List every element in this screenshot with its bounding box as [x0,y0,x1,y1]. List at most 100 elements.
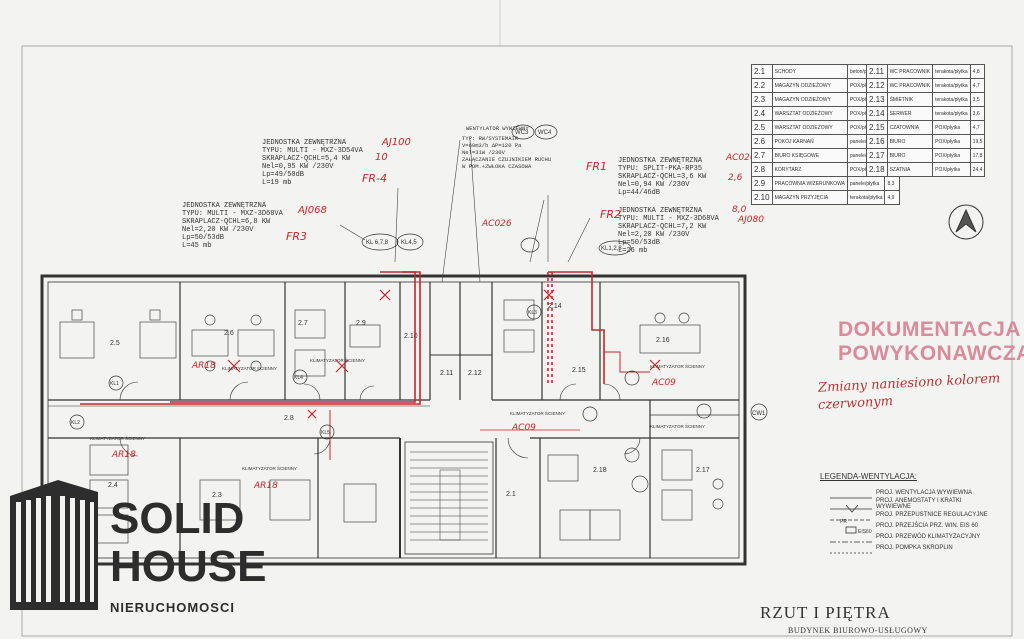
room-table-cell-nr: 2.8 [751,162,773,177]
svg-text:AC09: AC09 [651,378,676,388]
room-2-7: 2.7 [298,320,308,327]
svg-text:10: 10 [375,152,388,163]
room-table-cell-name: WC PRACOWNIK [886,78,934,93]
legend-item-label: PROJ. ANEMOSTATY I KRATKI WYWIEWNE [876,497,962,510]
room-table-cell-name: MAGAZYN ODZIEŻOWY [771,92,848,107]
legend-symbols [830,497,872,554]
room-2-14: 2.14 [548,303,562,310]
room-table-cell-nr: 2.2 [751,78,773,93]
as-built-stamp: DOKUMENTACJA POWYKONAWCZA [838,318,1024,366]
svg-text:JEDNOSTKA ZEWNĘTRZNA: JEDNOSTKA ZEWNĘTRZNA [182,202,267,210]
red-cross-marks [227,289,661,419]
legend-item-label: PROJ. PRZEWÓD KLIMATYZACYJNY [876,533,981,540]
room-table-cell-finish: terakota/płytka [932,78,971,93]
svg-text:Lp=44/46dB: Lp=44/46dB [618,189,660,197]
room-table-cell-area: 3,5 [969,92,986,107]
svg-text:TYPU: SPLIT-PKA-RP35: TYPU: SPLIT-PKA-RP35 [618,165,702,173]
room-table-cell-finish: POX/płytka [932,148,971,163]
red-pipe-routes [80,271,650,460]
svg-text:Nel=2,20 KW /230V: Nel=2,20 KW /230V [618,231,690,239]
outdoor-unit-3: JEDNOSTKA ZEWNĘTRZNA TYPU: SPLIT-PKA-RP3… [586,153,756,197]
room-table-cell-nr: 2.16 [866,134,888,149]
room-table-cell-name: WARSZTAT ODZIEŻOWY [771,120,848,135]
svg-text:V=60m3/h ΔP=120 Pa: V=60m3/h ΔP=120 Pa [462,142,522,149]
legend-item: PROJ. PRZEPUSTNICE REGULACYJNE [820,509,990,520]
room-table-cell-name: BIURO [886,134,934,149]
room-labels: 2.5 2.6 2.7 2.9 2.10 2.11 2.12 2.14 2.15… [108,303,710,499]
svg-text:Nel=0,94 KW /230V: Nel=0,94 KW /230V [618,181,690,189]
svg-text:TYPU: MULTI - MXZ-3D54VA: TYPU: MULTI - MXZ-3D54VA [262,147,364,155]
svg-text:TYPU: MULTI - MXZ-3D68VA: TYPU: MULTI - MXZ-3D68VA [182,210,284,218]
room-table-cell-area: 4,9 [884,190,901,205]
solid-house-logo-icon [10,480,98,610]
room-2-12: 2.12 [468,370,482,377]
unit-tags [69,124,768,440]
tag-kl-678: KL 6,7,8 [366,240,389,246]
stamp-line-2: POWYKONAWCZA [838,342,1024,365]
room-table-cell-finish: terakota/płytka [932,64,971,79]
room-2-4: 2.4 [108,482,118,489]
room-table-cell-area: 4,7 [969,120,986,135]
tag-kl1: KL1 [110,381,119,387]
unit-tag-labels: KL 6,7,8 KL4,5 KL1,2,3 WC3 WC4 KL1 KL2 K… [71,130,766,436]
room-table-cell-nr: 2.17 [866,148,888,163]
tag-kl-45: KL4,5 [401,240,417,246]
room-table-cell-nr: 2.9 [751,176,773,191]
svg-text:WENTYLATOR WYWIEWNY: WENTYLATOR WYWIEWNY [466,125,529,132]
room-table-cell-finish: POX/płytka [932,162,971,177]
svg-text:JEDNOSTKA ZEWNĘTRZNA: JEDNOSTKA ZEWNĘTRZNA [618,157,703,165]
room-table-cell-area: 17,8 [969,148,986,163]
room-table-cell-nr: 2.11 [866,64,888,79]
room-table-cell-name: MAGAZYN PRZYJĘCIA [771,190,848,205]
room-table-cell-finish: terakota/płytka [932,92,971,107]
north-arrow-icon [948,204,984,240]
room-table-cell-nr: 2.12 [866,78,888,93]
room-table-cell-name: PRACOWNIA WIZERUNKOWA [771,176,848,191]
svg-text:KLIMATYZATOR ŚCIENNY: KLIMATYZATOR ŚCIENNY [242,464,297,471]
room-table-cell-finish: panele/płytka [846,176,886,191]
sheet-frame [21,45,1013,637]
room-2-6: 2.6 [224,330,234,337]
svg-text:AJ100: AJ100 [381,137,411,148]
svg-text:8,0: 8,0 [732,205,747,215]
outdoor-unit-4: JEDNOSTKA ZEWNĘTRZNA TYPU: MULTI - MXZ-3… [600,205,764,255]
svg-text:SKRAPLACZ-QCHL=6,8 KW: SKRAPLACZ-QCHL=6,8 KW [182,218,271,226]
room-table-cell-nr: 2.13 [866,92,888,107]
room-2-9: 2.9 [356,320,366,327]
svg-text:KLIMATYZATOR ŚCIENNY: KLIMATYZATOR ŚCIENNY [310,356,365,363]
svg-text:SKRAPLACZ-QCHL=5,4 KW: SKRAPLACZ-QCHL=5,4 KW [262,155,351,163]
room-table-cell-name: SZATNIA [886,162,934,177]
room-2-16: 2.16 [656,337,670,344]
legend-codes: PR EIS60 [840,519,872,535]
room-table-cell-nr: 2.5 [751,120,773,135]
svg-text:TYPU: MULTI - MXZ-3D68VA: TYPU: MULTI - MXZ-3D68VA [618,215,720,223]
svg-text:AC026: AC026 [481,219,512,229]
svg-text:KLIMATYZATOR ŚCIENNY: KLIMATYZATOR ŚCIENNY [650,362,705,369]
room-2-3: 2.3 [212,492,222,499]
svg-text:ZAŁĄCZANIE CZUJNIKIEM RUCHU: ZAŁĄCZANIE CZUJNIKIEM RUCHU [462,156,551,163]
logo-word-solid: SOLID [110,494,245,543]
tag-kl5: KL5 [321,430,330,436]
svg-text:KLIMATYZATOR ŚCIENNY: KLIMATYZATOR ŚCIENNY [90,434,145,441]
svg-text:Lp=49/50dB: Lp=49/50dB [262,171,304,179]
furniture [59,299,724,544]
svg-text:KLIMATYZATOR ŚCIENNY: KLIMATYZATOR ŚCIENNY [510,409,565,416]
room-table-cell-name: MAGAZYN ODZIEŻOWY [771,78,848,93]
tag-kl-123: KL1,2,3 [601,246,622,252]
room-table-cell-finish: POX/płytka [932,134,971,149]
legend-item-label: PROJ. WENTYLACJA WYWIEWNA [876,489,973,496]
svg-text:FR2: FR2 [600,208,621,221]
tag-wc3: WC3 [515,130,529,136]
svg-text:FR1: FR1 [586,160,607,173]
legend-item: PROJ. POMPKA SKROPLIN [820,542,990,553]
tag-kl4: KL4 [294,375,303,381]
outdoor-unit-1: JEDNOSTKA ZEWNĘTRZNA TYPU: MULTI - MXZ-3… [262,137,411,187]
svg-text:SKRAPLACZ-QCHL=3,6 KW: SKRAPLACZ-QCHL=3,6 KW [618,173,707,181]
room-table-cell-name: CZATOWNIA [886,120,934,135]
tag-cw1: CW1 [752,411,766,417]
